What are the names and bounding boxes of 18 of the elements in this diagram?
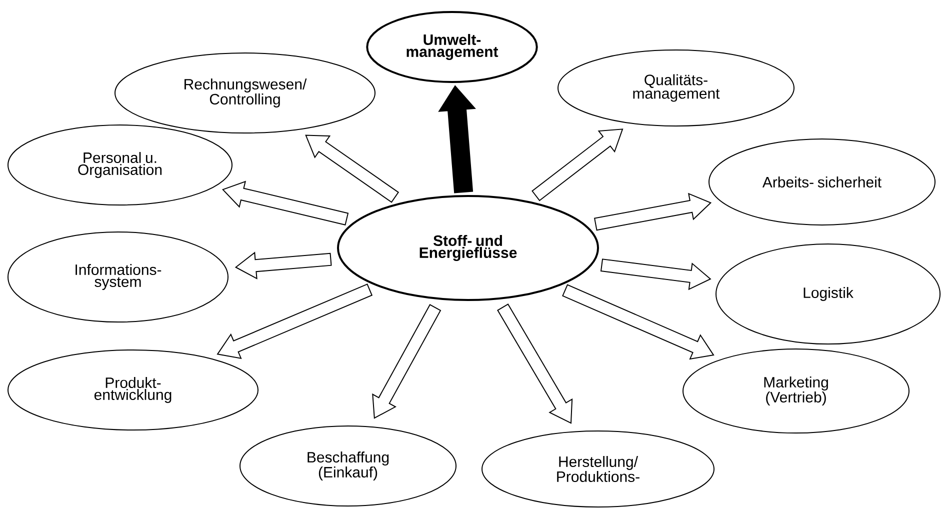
ellipse-node: Umwelt- management — [366, 11, 538, 83]
ellipse-node: Arbeits- sicherheit — [708, 138, 936, 226]
block-arrow — [532, 128, 624, 202]
ellipse-node: Logistik — [716, 244, 941, 344]
block-arrow — [497, 304, 573, 424]
block-arrow — [438, 85, 476, 194]
ellipse-node: Stoff- und Energieflüsse — [337, 195, 599, 301]
ellipse-node: Beschaffung (Einkauf) — [240, 426, 456, 506]
ellipse-node: Marketing (Vertrieb) — [682, 348, 910, 434]
block-arrow — [222, 180, 349, 226]
ellipse-node: Produkt- entwicklung — [8, 350, 258, 430]
block-arrow — [234, 252, 332, 280]
ellipse-node: Informations- system — [8, 232, 228, 322]
ellipse-node: Herstellung/ Produktions- — [482, 430, 714, 508]
ellipse-node: Qualitäts- management — [558, 50, 794, 126]
ellipse-node: Personal u. Organisation — [8, 124, 232, 206]
ellipse-node: Rechnungswesen/ Controlling — [114, 52, 376, 134]
block-arrow — [562, 284, 714, 360]
